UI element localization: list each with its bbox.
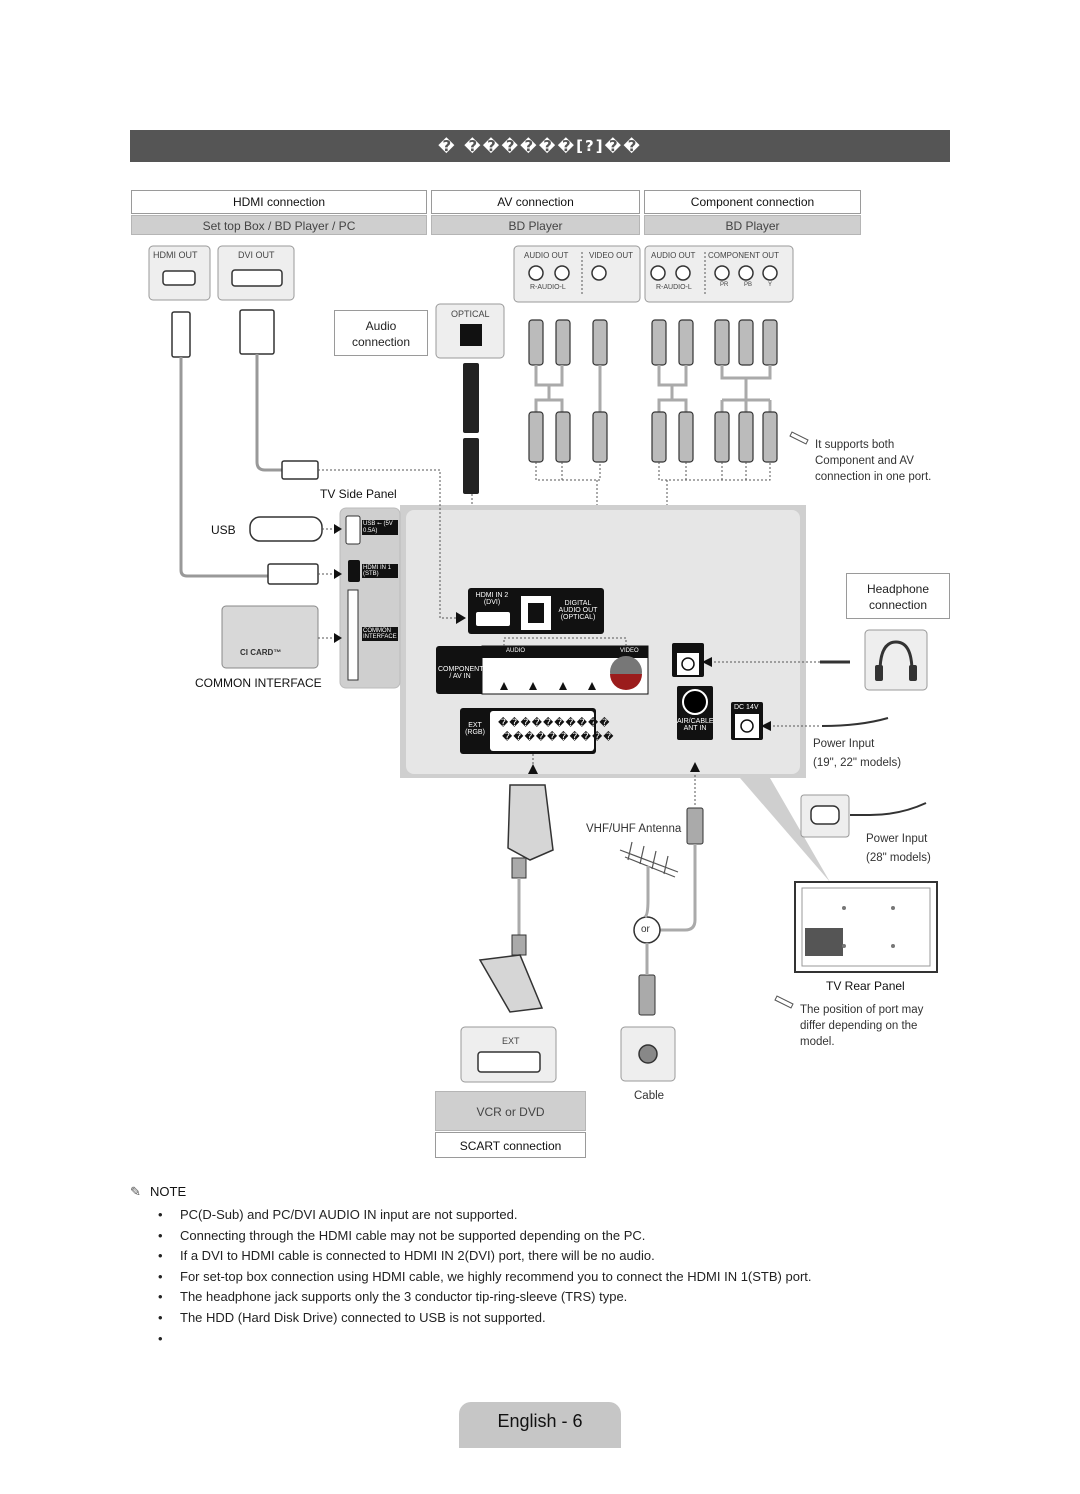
note-pencil-icon: ✎ [130,1184,141,1199]
audio-out-2-label: AUDIO OUT [651,251,696,260]
tv-rear-panel-label: TV Rear Panel [826,979,905,993]
common-interface-port-label: COMMON INTERFACE [362,627,398,641]
pb-label: PB [744,282,753,288]
component-av-in-label: COMPONENT / AV IN [438,666,484,680]
ext-pins-row-1: ���������� [498,718,611,729]
usb-port-label: USB ⭠ (5V 0.5A) [362,520,398,535]
note-item: For set-top box connection using HDMI ca… [158,1267,978,1288]
connection-diagram [148,245,938,1083]
vhf-uhf-antenna-label: VHF/UHF Antenna [586,823,682,835]
vcr-or-dvd-label: VCR or DVD [435,1091,586,1131]
hdmi-connection-subtitle: Set top Box / BD Player / PC [131,215,427,235]
headphone-connection-label: Headphone connection [846,573,950,619]
ext-label: EXT [502,1036,520,1046]
port-position-note: The position of port may differ dependin… [800,1004,924,1048]
power-input-small-models: (19", 22" models) [813,757,902,769]
scart-connection-label: SCART connection [435,1132,586,1158]
or-label: or [641,924,650,935]
air-cable-ant-in-label: AIR/CABLE ANT IN [677,718,714,732]
av-connection-subtitle: BD Player [431,215,640,235]
power-input-large-label: Power Input [866,833,928,845]
component-out-label: COMPONENT OUT [708,251,779,260]
ci-card-label: CI CARD™ [240,648,282,657]
ext-pins-row-2: ���������� [502,732,615,743]
cable-label: Cable [634,1090,665,1102]
digital-audio-out-label: DIGITAL AUDIO OUT (OPTICAL) [558,600,598,621]
usb-label: USB [211,523,236,537]
hdmi-in-1-label: HDMI IN 1 (STB) [362,564,398,578]
audio-connection-label: Audio connection [334,310,428,356]
power-input-small-label: Power Input [813,738,875,750]
hdmi-connection-header: HDMI connection [131,190,427,214]
tv-side-panel-label: TV Side Panel [320,487,397,501]
y-label: Y [768,282,773,288]
note-item: Connecting through the HDMI cable may no… [158,1226,978,1247]
audio-port-label: AUDIO [506,648,526,654]
hdmi-in-2-label: HDMI IN 2 (DVI) [475,592,509,606]
note-item: PC(D-Sub) and PC/DVI AUDIO IN input are … [158,1205,978,1226]
note-item: The HDD (Hard Disk Drive) connected to U… [158,1308,978,1329]
pr-label: PR [720,282,729,288]
av-out-port-box [513,245,641,303]
supports-both-note: It supports both Component and AV connec… [815,439,932,483]
component-connection-header: Component connection [644,190,861,214]
optical-label: OPTICAL [451,309,490,319]
dvi-port-icon [231,269,283,287]
r-audio-l-2-label: R-AUDIO-L [656,284,692,291]
dvi-out-label: DVI OUT [238,250,275,260]
component-connection-subtitle: BD Player [644,215,861,235]
notes-list: PC(D-Sub) and PC/DVI AUDIO IN input are … [158,1205,978,1349]
page-title: � ������[?]�� [130,130,950,162]
power-input-large-models: (28" models) [866,852,931,864]
common-interface-label: COMMON INTERFACE [195,676,322,690]
hdmi-port-icon [162,270,196,286]
audio-out-label: AUDIO OUT [524,251,569,260]
video-port-label: VIDEO [620,648,639,654]
r-audio-l-label: R-AUDIO-L [530,284,566,291]
av-connection-header: AV connection [431,190,640,214]
hdmi-out-label: HDMI OUT [153,250,198,260]
note-heading: ✎NOTE [130,1184,187,1199]
dc-14v-label: DC 14V [734,704,759,711]
ext-rgb-label: EXT (RGB) [465,722,485,736]
note-item: The headphone jack supports only the 3 c… [158,1287,978,1308]
note-item: If a DVI to HDMI cable is connected to H… [158,1246,978,1267]
video-out-label: VIDEO OUT [589,251,634,260]
page-number-tab: English - 6 [459,1402,621,1448]
